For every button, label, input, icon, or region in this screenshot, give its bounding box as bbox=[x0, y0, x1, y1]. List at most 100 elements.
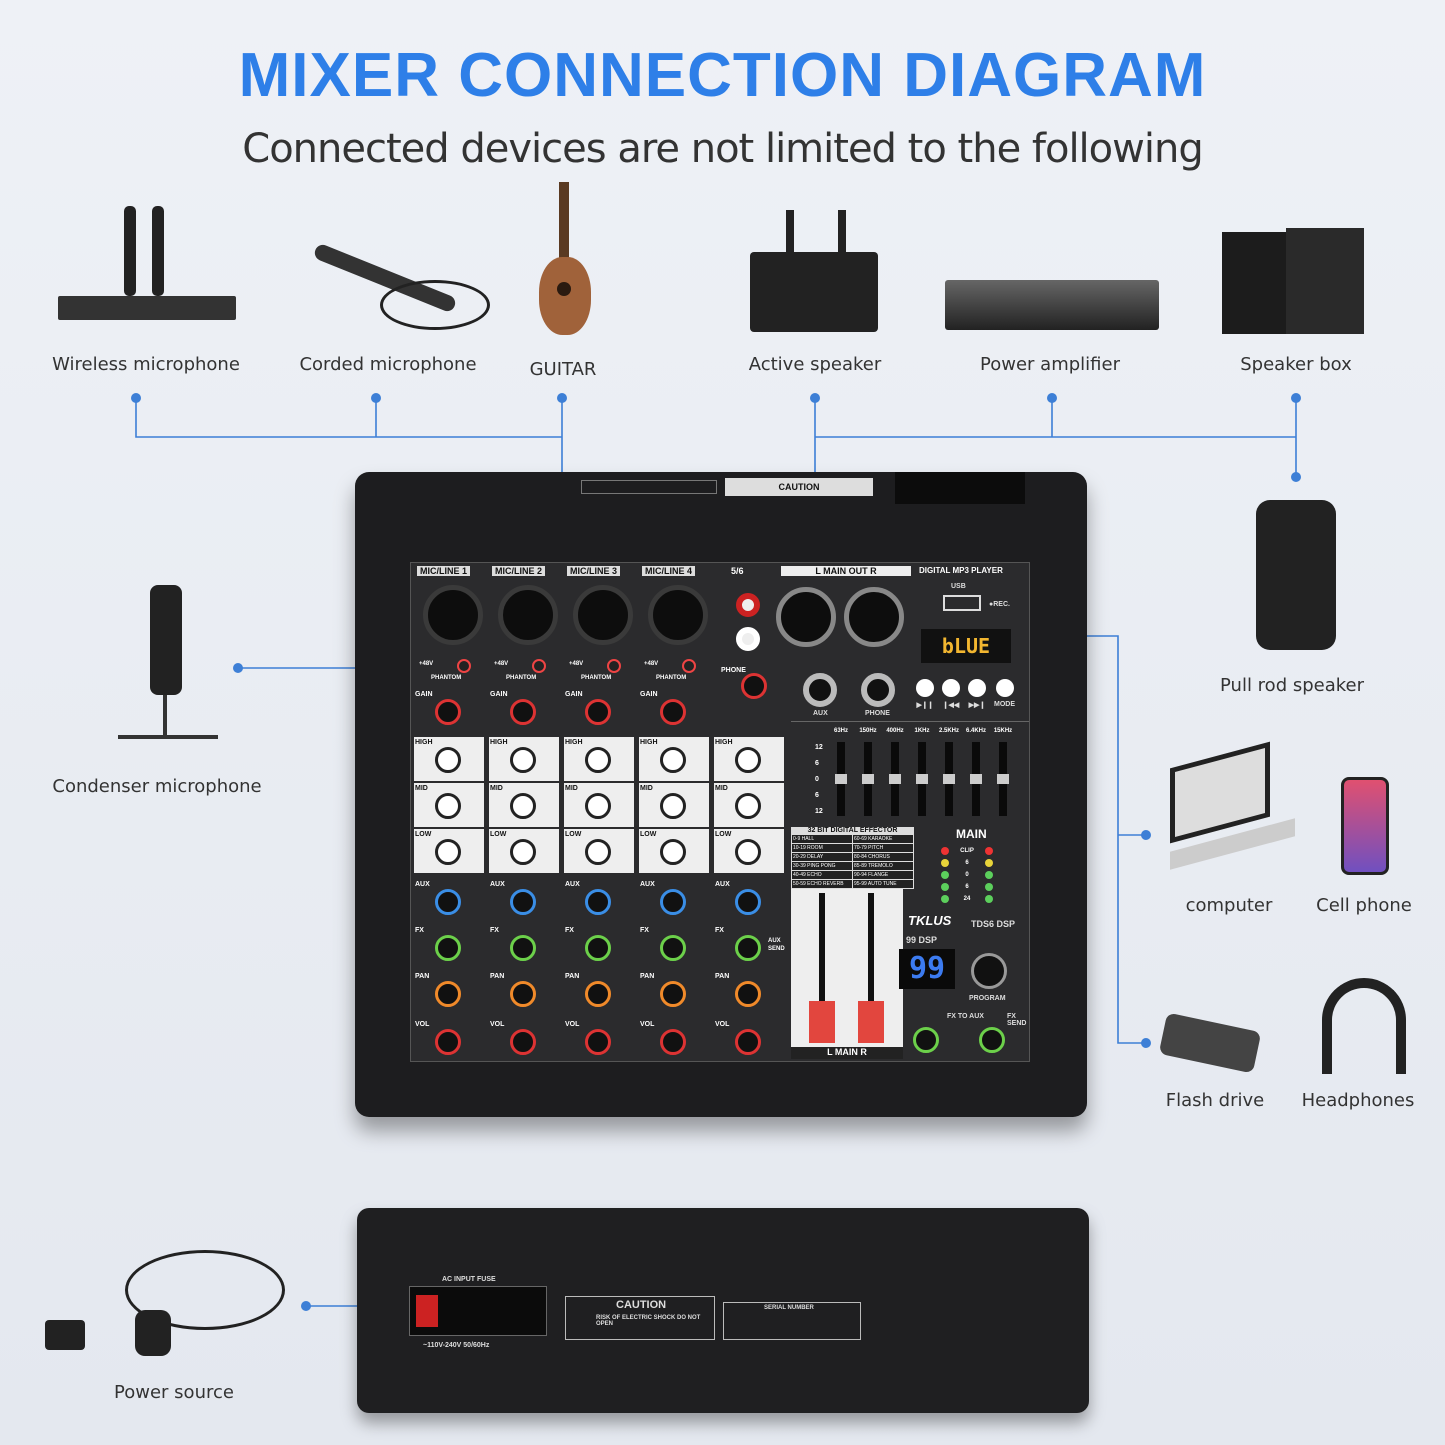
combo-jack-2[interactable] bbox=[498, 585, 558, 645]
channel-3-vol-knob[interactable] bbox=[585, 1029, 611, 1055]
eq-slider-15KHz[interactable] bbox=[997, 774, 1009, 784]
main-out-label: L MAIN OUT R bbox=[781, 566, 911, 576]
button-cap[interactable] bbox=[942, 679, 960, 697]
phantom-power-button[interactable] bbox=[682, 659, 696, 673]
eq-slider-6.4KHz[interactable] bbox=[970, 774, 982, 784]
program-knob[interactable] bbox=[971, 953, 1007, 989]
channel-4-vol-knob[interactable] bbox=[660, 1029, 686, 1055]
effect-preset: 80-84 CHORUS bbox=[853, 853, 913, 861]
channel-4-low-knob[interactable] bbox=[660, 839, 686, 865]
rca-left-jack[interactable] bbox=[736, 593, 760, 617]
power-switch[interactable] bbox=[416, 1295, 438, 1327]
fx-send-knob[interactable] bbox=[979, 1027, 1005, 1053]
knob-label: AUX bbox=[490, 881, 505, 888]
button-cap[interactable] bbox=[916, 679, 934, 697]
knob-label: FX bbox=[640, 927, 649, 934]
channel-3-fx-knob[interactable] bbox=[585, 935, 611, 961]
aux-input-jack[interactable] bbox=[803, 673, 837, 707]
phantom-power-button[interactable] bbox=[532, 659, 546, 673]
usb-port[interactable] bbox=[943, 595, 981, 611]
channel-3-high-knob[interactable] bbox=[585, 747, 611, 773]
channel-2-fx-knob[interactable] bbox=[510, 935, 536, 961]
channel-1-vol-knob[interactable] bbox=[435, 1029, 461, 1055]
channel-2-aux-knob[interactable] bbox=[510, 889, 536, 915]
phone-output-jack[interactable] bbox=[861, 673, 895, 707]
channel-4-high-knob[interactable] bbox=[660, 747, 686, 773]
combo-jack-1[interactable] bbox=[423, 585, 483, 645]
channel-3-gain-knob[interactable] bbox=[585, 699, 611, 725]
channel-5-mid-knob[interactable] bbox=[735, 793, 761, 819]
phantom-power-button[interactable] bbox=[457, 659, 471, 673]
channel-5-high-knob[interactable] bbox=[735, 747, 761, 773]
channel-5-pan-knob[interactable] bbox=[735, 981, 761, 1007]
knob-label: GAIN bbox=[640, 691, 658, 698]
mp3-transport-button[interactable]: ▶▶❙ bbox=[968, 679, 986, 709]
phantom-48v-label: +48V bbox=[494, 661, 509, 667]
effect-preset: 0-9 HALL bbox=[792, 835, 852, 843]
fx-to-aux-knob[interactable] bbox=[913, 1027, 939, 1053]
phantom-48v-label: +48V bbox=[569, 661, 584, 667]
xlr-main-out-right[interactable] bbox=[844, 587, 904, 647]
channel-4-gain-knob[interactable] bbox=[660, 699, 686, 725]
channel-3-pan-knob[interactable] bbox=[585, 981, 611, 1007]
eq-slider-63Hz[interactable] bbox=[835, 774, 847, 784]
meter-led-left bbox=[941, 847, 949, 855]
wireless-microphone-image bbox=[58, 200, 238, 325]
channel-3-mid-knob[interactable] bbox=[585, 793, 611, 819]
channel-4-aux-knob[interactable] bbox=[660, 889, 686, 915]
button-cap[interactable] bbox=[995, 679, 1014, 697]
knob-label: MID bbox=[565, 785, 578, 792]
eq-slider-1KHz[interactable] bbox=[916, 774, 928, 784]
channel-1-low-knob[interactable] bbox=[435, 839, 461, 865]
channel-4-fx-knob[interactable] bbox=[660, 935, 686, 961]
knob-label: GAIN bbox=[490, 691, 508, 698]
fx-send-label: FX SEND bbox=[1007, 1013, 1027, 1027]
knob-label: VOL bbox=[640, 1021, 655, 1028]
eq-slider-150Hz[interactable] bbox=[862, 774, 874, 784]
channel-1-aux-knob[interactable] bbox=[435, 889, 461, 915]
knob-label: VOL bbox=[415, 1021, 430, 1028]
channel-5-low-knob[interactable] bbox=[735, 839, 761, 865]
button-cap[interactable] bbox=[968, 679, 986, 697]
channel-5-fx-knob[interactable] bbox=[735, 935, 761, 961]
channel-5-aux-knob[interactable] bbox=[735, 889, 761, 915]
channel-2-high-knob[interactable] bbox=[510, 747, 536, 773]
knob-label: PAN bbox=[415, 973, 430, 980]
channel-3-aux-knob[interactable] bbox=[585, 889, 611, 915]
rear-power-socket[interactable] bbox=[409, 1286, 547, 1336]
eq-band-label: 63Hz bbox=[833, 728, 848, 734]
aux-jack-label: AUX bbox=[813, 710, 828, 717]
xlr-main-out-left[interactable] bbox=[776, 587, 836, 647]
rca-right-jack[interactable] bbox=[736, 627, 760, 651]
channel-4-mid-knob[interactable] bbox=[660, 793, 686, 819]
mp3-transport-button[interactable]: MODE bbox=[994, 679, 1015, 709]
knob-label: HIGH bbox=[640, 739, 658, 746]
combo-jack-4[interactable] bbox=[648, 585, 708, 645]
eq-scale-label: 6 bbox=[815, 760, 819, 767]
channel-1-pan-knob[interactable] bbox=[435, 981, 461, 1007]
mp3-transport-button[interactable]: ▶❙❙ bbox=[916, 679, 934, 709]
channel-1-mid-knob[interactable] bbox=[435, 793, 461, 819]
meter-led-left bbox=[941, 895, 949, 903]
main-right-fader[interactable] bbox=[858, 1001, 884, 1043]
channel-2-pan-knob[interactable] bbox=[510, 981, 536, 1007]
channel-1-fx-knob[interactable] bbox=[435, 935, 461, 961]
phone-volume-knob[interactable] bbox=[741, 673, 767, 699]
channel-2-vol-knob[interactable] bbox=[510, 1029, 536, 1055]
channel-4-pan-knob[interactable] bbox=[660, 981, 686, 1007]
channel-3-low-knob[interactable] bbox=[585, 839, 611, 865]
combo-jack-3[interactable] bbox=[573, 585, 633, 645]
channel-5-vol-knob[interactable] bbox=[735, 1029, 761, 1055]
phantom-power-button[interactable] bbox=[607, 659, 621, 673]
channel-2-gain-knob[interactable] bbox=[510, 699, 536, 725]
channel-1-high-knob[interactable] bbox=[435, 747, 461, 773]
main-left-fader[interactable] bbox=[809, 1001, 835, 1043]
mp3-transport-button[interactable]: ❙◀◀ bbox=[942, 679, 960, 709]
eq-slider-400Hz[interactable] bbox=[889, 774, 901, 784]
channel-2-mid-knob[interactable] bbox=[510, 793, 536, 819]
cell-phone-image bbox=[1341, 777, 1389, 875]
channel-1-gain-knob[interactable] bbox=[435, 699, 461, 725]
channel-2-low-knob[interactable] bbox=[510, 839, 536, 865]
ac-power-socket[interactable] bbox=[895, 472, 1025, 504]
eq-slider-2.5KHz[interactable] bbox=[943, 774, 955, 784]
